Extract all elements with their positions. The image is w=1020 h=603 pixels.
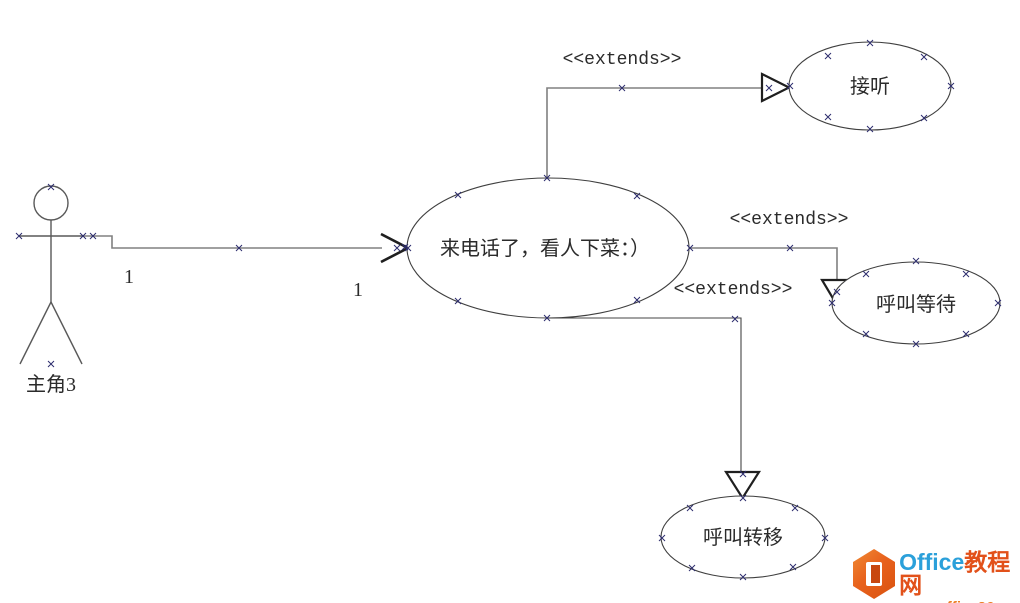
watermark-brand-cjk: 教程网 xyxy=(899,549,1011,598)
usecase-main-label: 来电话了，看人下菜：） xyxy=(440,237,650,260)
selection-handle-icon xyxy=(633,296,641,304)
actor-leg-left xyxy=(19,301,52,365)
selection-handle-icon xyxy=(393,244,401,252)
selection-handle-icon xyxy=(79,232,87,240)
selection-handle-icon xyxy=(833,288,841,296)
selection-handle-icon xyxy=(454,297,462,305)
selection-handle-icon xyxy=(786,82,794,90)
actor-head xyxy=(33,185,69,221)
selection-handle-icon xyxy=(994,299,1002,307)
usecase-main-ellipse[interactable] xyxy=(406,177,690,319)
extends-connector-call-transfer[interactable] xyxy=(547,317,742,473)
selection-handle-icon xyxy=(686,504,694,512)
selection-handle-marks xyxy=(15,39,1002,581)
association-line[interactable] xyxy=(84,235,382,249)
extends-triangle-call-transfer-icon xyxy=(723,470,762,501)
selection-handle-icon xyxy=(658,534,666,542)
multiplicity-actor-end: 1 xyxy=(124,266,134,288)
watermark-brand: Office教程网 xyxy=(899,551,1020,597)
selection-handle-icon xyxy=(633,192,641,200)
extends-stereotype-answer: <<extends>> xyxy=(563,50,682,70)
watermark-url: www.office26.com xyxy=(899,600,1020,603)
selection-handle-icon xyxy=(789,563,797,571)
selection-handle-icon xyxy=(920,114,928,122)
selection-handle-icon xyxy=(866,125,874,133)
selection-handle-icon xyxy=(404,244,412,252)
selection-handle-icon xyxy=(47,183,55,191)
extends-connector-answer[interactable] xyxy=(546,87,762,178)
multiplicity-usecase-end: 1 xyxy=(353,279,363,301)
selection-handle-icon xyxy=(739,573,747,581)
selection-handle-icon xyxy=(89,232,97,240)
selection-handle-icon xyxy=(962,270,970,278)
selection-handle-icon xyxy=(235,244,243,252)
selection-handle-icon xyxy=(618,84,626,92)
selection-handle-icon xyxy=(824,113,832,121)
selection-handle-icon xyxy=(791,504,799,512)
selection-handle-icon xyxy=(686,244,694,252)
selection-handle-icon xyxy=(543,174,551,182)
usecase-call-transfer-label: 呼叫转移 xyxy=(703,526,783,549)
selection-handle-icon xyxy=(920,53,928,61)
selection-handle-icon xyxy=(454,191,462,199)
selection-handle-icon xyxy=(824,52,832,60)
office-logo-door-icon xyxy=(866,562,882,586)
selection-handle-icon xyxy=(912,257,920,265)
office-logo-icon xyxy=(853,549,896,599)
selection-handle-icon xyxy=(821,534,829,542)
watermark: Office教程网 www.office26.com xyxy=(853,549,1020,603)
actor-label: 主角3 xyxy=(26,373,76,396)
selection-handle-icon xyxy=(962,330,970,338)
selection-handle-icon xyxy=(786,244,794,252)
selection-handle-icon xyxy=(947,82,955,90)
selection-handle-icon xyxy=(15,232,23,240)
actor-leg-right xyxy=(50,301,83,365)
usecase-call-waiting-label: 呼叫等待 xyxy=(876,293,956,316)
selection-handle-icon xyxy=(862,270,870,278)
selection-handle-icon xyxy=(828,299,836,307)
selection-handle-icon xyxy=(866,39,874,47)
extends-stereotype-call-transfer: <<extends>> xyxy=(674,280,793,300)
selection-handle-icon xyxy=(739,470,747,478)
selection-handle-icon xyxy=(765,84,773,92)
selection-handle-icon xyxy=(688,564,696,572)
selection-handle-icon xyxy=(862,330,870,338)
extends-triangle-answer-icon xyxy=(760,72,792,103)
selection-handle-icon xyxy=(739,494,747,502)
selection-handle-icon xyxy=(47,360,55,368)
selection-handle-icon xyxy=(912,340,920,348)
selection-handle-icon xyxy=(543,314,551,322)
extends-stereotype-call-waiting: <<extends>> xyxy=(730,210,849,230)
actor-figure[interactable] xyxy=(19,185,84,365)
usecase-answer-label: 接听 xyxy=(850,75,890,98)
selection-handle-icon xyxy=(731,315,739,323)
extends-connector-call-waiting[interactable] xyxy=(689,247,838,281)
watermark-brand-latin: Office xyxy=(899,549,965,575)
